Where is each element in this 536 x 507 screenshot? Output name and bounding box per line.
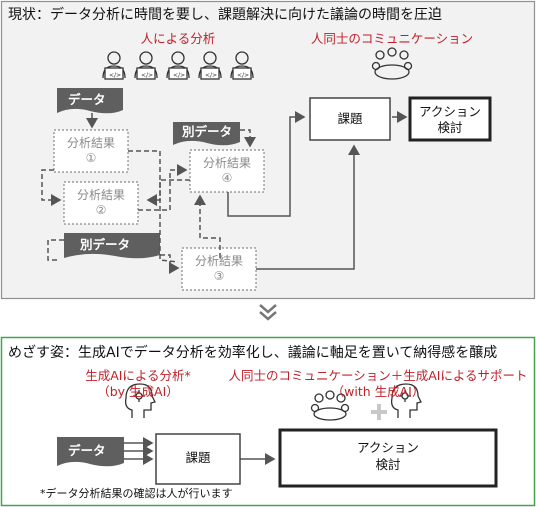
other-data-banner-2	[64, 233, 160, 259]
human-analysis-label: 人による分析	[140, 31, 216, 46]
result-box-3	[181, 247, 257, 291]
result-box-1	[53, 129, 129, 173]
data-banner	[57, 88, 123, 114]
action-label-bottom: アクション検討	[357, 440, 419, 472]
target-state-title: めざす姿：生成AIでデータ分析を効率化し、議論に軸足を置いて納得感を醸成	[8, 345, 498, 361]
data-banner-bottom	[57, 437, 124, 467]
human-comm-label: 人同士のコミュニケーション	[310, 31, 474, 46]
issue-box	[309, 97, 391, 141]
down-chevron-icon	[259, 304, 277, 321]
analyst-icons: </> </> </> </> </>	[102, 51, 254, 80]
current-state-title: 現状：データ分析に時間を要し、課題解決に向けた議論の時間を圧迫	[8, 7, 442, 23]
action-box	[408, 96, 492, 142]
result-box-4	[189, 149, 265, 193]
svg-text:</>: </>	[237, 72, 249, 79]
issue-label: 課題	[337, 111, 363, 126]
svg-text:</>: </>	[205, 72, 217, 79]
svg-text:</>: </>	[109, 72, 121, 79]
svg-text:</>: </>	[173, 72, 185, 79]
result-box-2	[63, 181, 139, 225]
footnote: *データ分析結果の確認は人が行います	[40, 487, 233, 500]
meeting-icon-bottom	[310, 390, 350, 421]
action-label: アクション検討	[419, 104, 481, 136]
other-data-label-2: 別データ	[80, 237, 131, 252]
ai-head-icon	[124, 383, 156, 418]
plus-icon	[371, 404, 387, 420]
ai-head-icon-2	[390, 383, 422, 418]
svg-text:</>: </>	[141, 72, 153, 79]
data-label: データ	[68, 92, 106, 107]
data-label-bottom: データ	[68, 443, 106, 458]
meeting-icon	[371, 47, 413, 80]
ai-analysis-label: 生成AIによる分析*（by 生成AI）	[85, 368, 191, 399]
action-box-bottom	[278, 428, 498, 488]
other-data-label-1: 別データ	[182, 124, 233, 139]
issue-label-bottom: 課題	[185, 450, 211, 465]
comm-support-label: 人同士のコミュニケーション＋生成AIによるサポート（with 生成AI）	[228, 368, 528, 399]
other-data-banner-1	[173, 122, 240, 146]
issue-box-bottom	[155, 433, 241, 485]
